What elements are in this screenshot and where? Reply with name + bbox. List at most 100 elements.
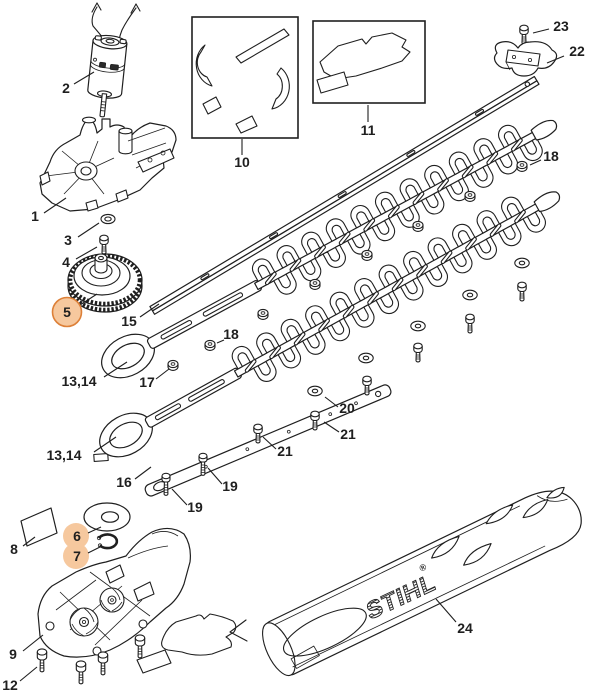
svg-text:18: 18 [543,148,559,164]
svg-text:20: 20 [339,400,355,416]
svg-text:15: 15 [121,313,137,329]
svg-text:13,14: 13,14 [46,447,81,463]
svg-text:21: 21 [277,443,293,459]
svg-text:10: 10 [234,154,250,170]
part-11-gasket-kit-box [312,20,426,104]
callout-6-highlighted[interactable]: 6 [63,523,102,549]
loose-gaskets [136,613,248,674]
callout-20[interactable]: 20 [324,396,355,416]
callout-1[interactable]: 1 [31,197,67,224]
part-18-nut [204,339,216,351]
callout-10[interactable]: 10 [234,139,250,170]
part-20-washer [410,320,426,332]
callout-13-14-upper[interactable]: 13,14 [61,361,128,389]
svg-text:11: 11 [361,122,376,138]
part-16-blade-guide-bar [144,384,392,497]
svg-text:8: 8 [10,541,18,557]
part-12-screw [134,634,146,659]
callout-2[interactable]: 2 [62,71,95,96]
callout-13-14-lower[interactable]: 13,14 [46,436,117,463]
part-22-tip-guard [493,41,558,77]
svg-text:9: 9 [9,646,17,662]
callout-15[interactable]: 15 [121,303,160,329]
svg-text:18: 18 [223,326,239,342]
svg-text:13,14: 13,14 [61,373,96,389]
svg-text:22: 22 [569,43,585,59]
svg-text:16: 16 [116,474,132,490]
svg-text:3: 3 [64,232,72,248]
svg-text:17: 17 [139,374,155,390]
callout-21-b[interactable]: 21 [323,421,356,442]
part-13-14-cutter-blade-upper [101,114,558,379]
callout-9[interactable]: 9 [9,634,44,662]
callout-19-b[interactable]: 19 [171,488,203,515]
svg-text:6: 6 [73,528,81,544]
part-20-washer [307,385,323,397]
svg-text:2: 2 [62,80,70,96]
callout-4[interactable]: 4 [62,246,98,270]
callout-22[interactable]: 22 [546,43,585,64]
part-18-nut [412,220,424,232]
callout-18-right[interactable]: 18 [529,148,559,166]
part-21-screw [413,342,423,363]
part-23-screw [519,24,529,45]
callout-7-highlighted[interactable]: 7 [63,543,103,569]
part-18-nut [257,308,269,320]
svg-text:7: 7 [73,548,81,564]
callouts-layer: 2 1 3 4 5 10 11 23 22 18 15 [2,18,585,693]
part-3-washer [100,213,116,225]
svg-text:12: 12 [2,677,18,693]
part-20-washer [462,289,478,301]
callout-18-left[interactable]: 18 [216,326,239,344]
highlight-circle-7[interactable] [63,543,89,569]
highlight-ring-5 [51,296,83,328]
svg-text:4: 4 [62,254,70,270]
callout-3[interactable]: 3 [64,222,100,248]
callout-21-a[interactable]: 21 [262,436,293,459]
part-13-14-cutter-blade-lower [93,186,561,463]
callout-5-highlighted[interactable]: 5 [51,293,98,328]
svg-text:19: 19 [187,499,203,515]
svg-text:23: 23 [553,18,569,34]
svg-text:1: 1 [31,208,39,224]
part-20-washer [358,352,374,364]
svg-text:5: 5 [63,304,71,320]
part-15-guide-bar [149,75,540,315]
part-21-screw [465,313,475,334]
part-5-gear-wheel [67,253,143,313]
callout-11[interactable]: 11 [361,105,376,138]
svg-text:21: 21 [340,426,356,442]
callout-24[interactable]: 24 [435,598,473,636]
highlight-circle-5[interactable] [52,297,82,327]
part-4-screw [99,234,109,255]
part-1-gearbox-housing [39,116,177,212]
callout-17[interactable]: 17 [139,368,170,390]
part-9-bottom-housing [37,527,191,658]
part-12-screw [36,648,48,673]
part-12-screw [97,651,109,676]
part-24-blade-scabbard: STIHL ® [262,486,582,677]
svg-text:24: 24 [457,620,473,636]
part-12-screw [75,660,87,685]
part-6-disc [83,502,131,532]
callout-8[interactable]: 8 [10,536,36,557]
callout-23[interactable]: 23 [532,18,569,34]
part-18-nut [516,160,528,172]
part-17-nut [167,359,179,371]
part-20-washer [514,257,530,269]
part-8-label-plate [20,507,58,547]
callout-12[interactable]: 12 [2,666,38,693]
part-18-nut [464,190,476,202]
part-2-electric-motor [87,2,141,118]
part-18-nut [361,249,373,261]
part-21-screw [517,281,527,302]
part-7-snap-ring [96,533,119,550]
registered-mark: ® [418,562,429,574]
part-10-shim-kit-box [191,16,299,139]
callout-19-a[interactable]: 19 [207,467,238,494]
callout-16[interactable]: 16 [116,466,152,490]
highlight-circle-6[interactable] [63,523,89,549]
part-18-nut [309,278,321,290]
